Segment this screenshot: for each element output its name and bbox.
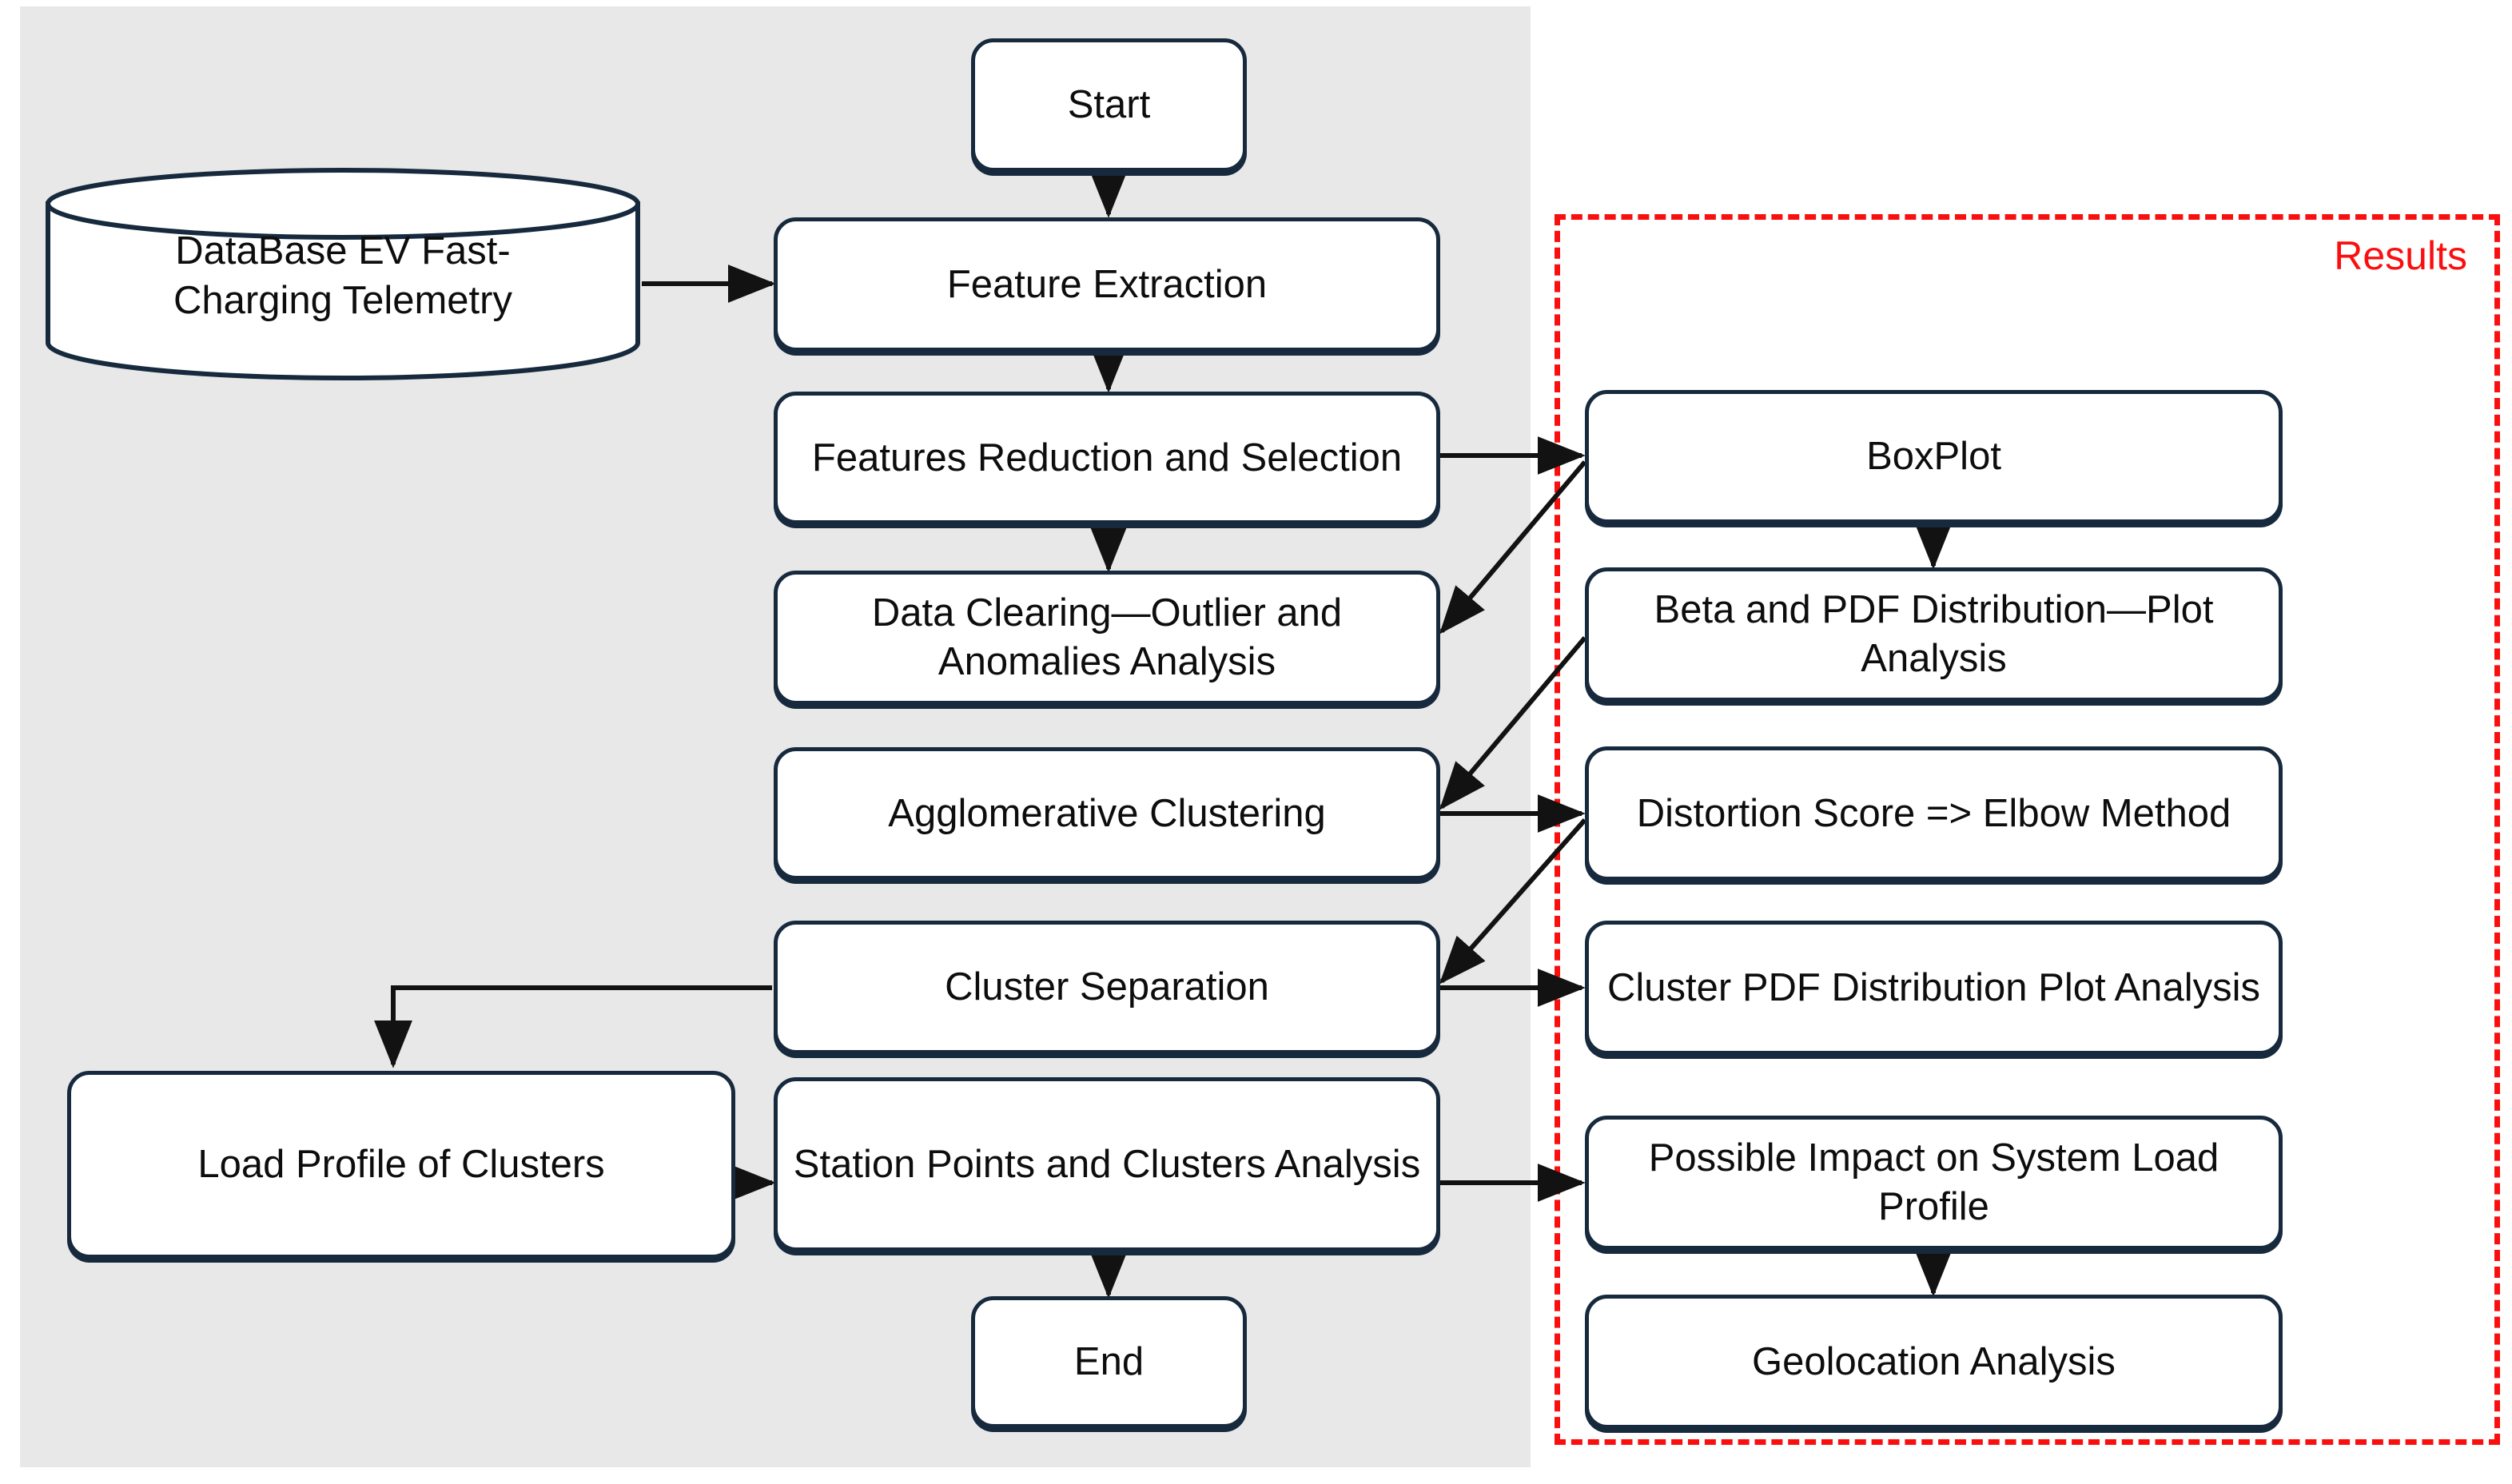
node-end[interactable]: End [971, 1296, 1247, 1428]
node-cluster-separation[interactable]: Cluster Separation [774, 921, 1440, 1054]
node-boxplot[interactable]: BoxPlot [1585, 390, 2283, 523]
node-agglomerative-clustering-label: Agglomerative Clustering [888, 791, 1326, 835]
node-station-points-and-clusters-analysis[interactable]: Station Points and Clusters Analysis [774, 1077, 1440, 1251]
results-group-label: Results [2334, 233, 2467, 278]
node-database-label-line1: DataBase EV Fast- [175, 229, 511, 273]
node-distortion-score-label: Distortion Score => Elbow Method [1636, 791, 2231, 835]
node-geolocation-analysis[interactable]: Geolocation Analysis [1585, 1295, 2283, 1429]
node-cluster-pdf-distribution-plot-analysis[interactable]: Cluster PDF Distribution Plot Analysis [1585, 921, 2283, 1055]
node-feature-extraction-label: Feature Extraction [946, 262, 1268, 306]
node-start[interactable]: Start [971, 38, 1247, 172]
node-cluster-pdf-label: Cluster PDF Distribution Plot Analysis [1607, 965, 2260, 1009]
cylinder-shape [46, 168, 640, 380]
node-cluster-separation-label: Cluster Separation [945, 965, 1269, 1009]
node-database[interactable]: DataBase EV Fast- Charging Telemetry [44, 166, 642, 380]
node-data-clearing[interactable]: Data Clearing—Outlier and Anomalies Anal… [774, 571, 1440, 705]
node-geolocation-label: Geolocation Analysis [1752, 1339, 2116, 1383]
node-data-clearing-label: Data Clearing—Outlier and Anomalies Anal… [871, 591, 1343, 683]
node-start-label: Start [1067, 83, 1151, 127]
node-feature-extraction[interactable]: Feature Extraction [774, 217, 1440, 352]
node-distortion-score-elbow-method[interactable]: Distortion Score => Elbow Method [1585, 746, 2283, 881]
node-boxplot-label: BoxPlot [1866, 435, 2001, 479]
node-beta-pdf-label: Beta and PDF Distribution—Plot Analysis [1654, 588, 2214, 680]
node-beta-and-pdf-distribution[interactable]: Beta and PDF Distribution—Plot Analysis [1585, 567, 2283, 702]
node-agglomerative-clustering[interactable]: Agglomerative Clustering [774, 747, 1440, 880]
node-database-label-line2: Charging Telemetry [173, 278, 512, 322]
node-possible-impact-on-system-load-profile[interactable]: Possible Impact on System Load Profile [1585, 1116, 2283, 1250]
node-load-profile-of-clusters[interactable]: Load Profile of Clusters [67, 1071, 735, 1259]
node-load-profile-label: Load Profile of Clusters [197, 1143, 605, 1187]
node-end-label: End [1073, 1340, 1145, 1384]
node-station-points-label: Station Points and Clusters Analysis [793, 1142, 1421, 1186]
node-features-reduction-label: Features Reduction and Selection [811, 436, 1403, 479]
node-possible-impact-label: Possible Impact on System Load Profile [1648, 1136, 2219, 1228]
node-features-reduction-and-selection[interactable]: Features Reduction and Selection [774, 392, 1440, 524]
node-database-label: DataBase EV Fast- Charging Telemetry [44, 227, 642, 325]
